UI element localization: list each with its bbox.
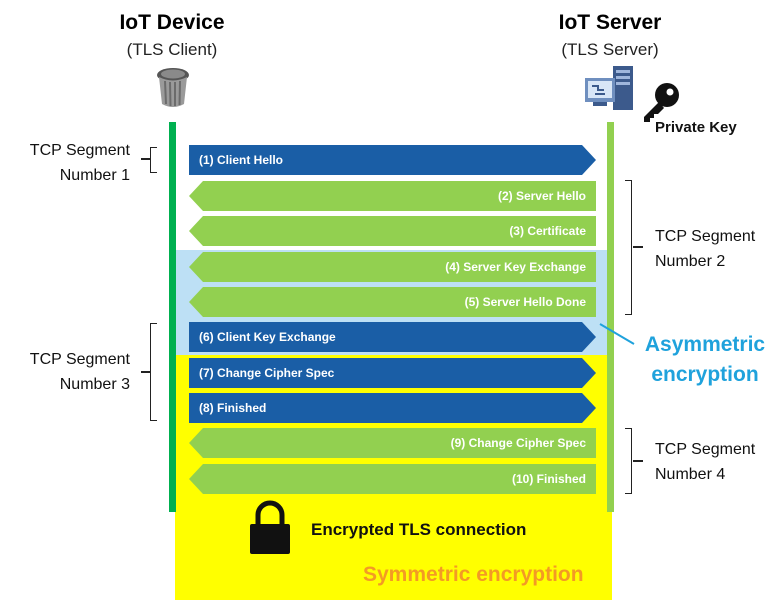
asymmetric-pointer <box>599 323 635 345</box>
key-icon <box>644 83 679 122</box>
segment-4-bracket <box>625 428 632 494</box>
segment-3-bracket <box>150 323 157 421</box>
message-certificate: (3) Certificate <box>189 216 596 246</box>
client-lifeline <box>169 122 176 512</box>
message-change-cipher-spec-client: (7) Change Cipher Spec <box>189 358 596 388</box>
message-finished-server: (10) Finished <box>189 464 596 494</box>
message-server-key-exchange: (4) Server Key Exchange <box>189 252 596 282</box>
segment-4-bracket-tip <box>633 460 643 462</box>
segment-3-bracket-tip <box>141 371 150 373</box>
segment-2-bracket-tip <box>633 246 643 248</box>
encrypted-connection-label: Encrypted TLS connection <box>311 520 527 539</box>
server-icon <box>585 66 633 110</box>
segment-2-line1: TCP Segment <box>655 228 756 245</box>
segment-1-line1: TCP Segment <box>29 142 130 159</box>
iot-device-icon <box>157 68 189 107</box>
server-title: IoT Server <box>558 11 662 34</box>
segment-1-bracket <box>150 147 157 173</box>
message-finished-client: (8) Finished <box>189 393 596 423</box>
message-client-key-exchange: (6) Client Key Exchange <box>189 322 596 352</box>
segment-3-label: TCP Segment Number 3 <box>10 347 130 397</box>
message-client-hello: (1) Client Hello <box>189 145 596 175</box>
segment-1-line2: Number 1 <box>59 167 130 184</box>
segment-3-line1: TCP Segment <box>29 351 130 368</box>
message-server-hello: (2) Server Hello <box>189 181 596 211</box>
lock-icon <box>250 500 290 554</box>
segment-2-bracket <box>625 180 632 315</box>
segment-3-line2: Number 3 <box>59 376 130 393</box>
asymmetric-label: Asymmetric encryption <box>630 330 780 390</box>
segment-2-label: TCP Segment Number 2 <box>655 224 755 274</box>
segment-1-bracket-tip <box>141 158 150 160</box>
segment-1-label: TCP Segment Number 1 <box>10 138 130 188</box>
message-change-cipher-spec-server: (9) Change Cipher Spec <box>189 428 596 458</box>
segment-2-line2: Number 2 <box>655 253 726 270</box>
segment-4-line2: Number 4 <box>655 466 726 483</box>
client-subtitle: (TLS Client) <box>126 40 218 59</box>
message-server-hello-done: (5) Server Hello Done <box>189 287 596 317</box>
asymmetric-line2: encryption <box>651 363 759 386</box>
segment-4-line1: TCP Segment <box>655 441 756 458</box>
asymmetric-line1: Asymmetric <box>644 333 766 356</box>
symmetric-label: Symmetric encryption <box>363 563 584 586</box>
server-subtitle: (TLS Server) <box>561 40 659 59</box>
server-lifeline <box>607 122 614 512</box>
client-title: IoT Device <box>119 11 225 34</box>
segment-4-label: TCP Segment Number 4 <box>655 437 755 487</box>
private-key-label: Private Key <box>655 119 737 136</box>
